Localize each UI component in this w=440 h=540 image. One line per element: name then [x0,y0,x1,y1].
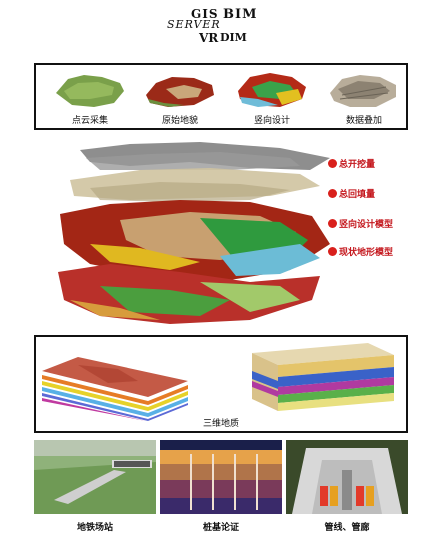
geology-panel: 三维地质 [34,335,408,433]
metro-station-image [34,440,156,514]
legend-label: 竖向设计模型 [339,219,394,230]
applications-panel: 地铁场站 桩基论证 管线、管廊 [34,440,408,534]
vertical-design-thumbnail [238,73,306,107]
application-label-pipeline-corridor: 管线、管廊 [324,523,370,533]
logo-dim: DIM [220,31,247,44]
legend-label: 现状地形模型 [339,247,394,258]
original-terrain-thumbnail [146,77,214,107]
workflow-label-original-terrain: 原始地貌 [161,116,198,126]
legend-label: 总回填量 [339,189,376,200]
logo-server: SERVER [167,18,221,31]
application-label-pile-foundation: 桩基论证 [202,523,239,533]
logo-vr: VR [199,31,219,45]
pile-foundation-image [160,440,282,514]
legend-label: 总开挖量 [339,159,376,170]
legend-total-fill: 总回填量 [328,186,375,200]
legend-existing-terrain-model: 现状地形模型 [328,244,393,258]
geology-label: 三维地质 [202,419,239,429]
workflow-label-vertical-design: 竖向设计 [253,116,290,126]
red-dot-icon [328,218,337,228]
block-geology-model [252,343,394,411]
legend-vertical-design-model: 竖向设计模型 [328,216,393,230]
logo-bim: BIM [223,7,258,22]
red-dot-icon [328,158,337,168]
logo: GIS BIM SERVER VR DIM [165,8,275,48]
layered-geology-model [42,357,188,421]
workflow-label-point-cloud: 点云采集 [71,116,108,126]
red-dot-icon [328,246,337,256]
point-cloud-thumbnail [56,75,124,107]
legend-total-excavation: 总开挖量 [328,156,375,170]
logo-gis: GIS [191,7,219,21]
application-label-metro-station: 地铁场站 [76,523,113,533]
terrain-3d-model [58,142,330,324]
pipeline-corridor-image [286,440,408,514]
data-overlay-thumbnail [330,75,396,107]
workflow-panel: 点云采集 原始地貌 竖向设计 数据叠加 [34,63,408,130]
red-dot-icon [328,188,337,198]
workflow-label-data-overlay: 数据叠加 [345,116,382,126]
